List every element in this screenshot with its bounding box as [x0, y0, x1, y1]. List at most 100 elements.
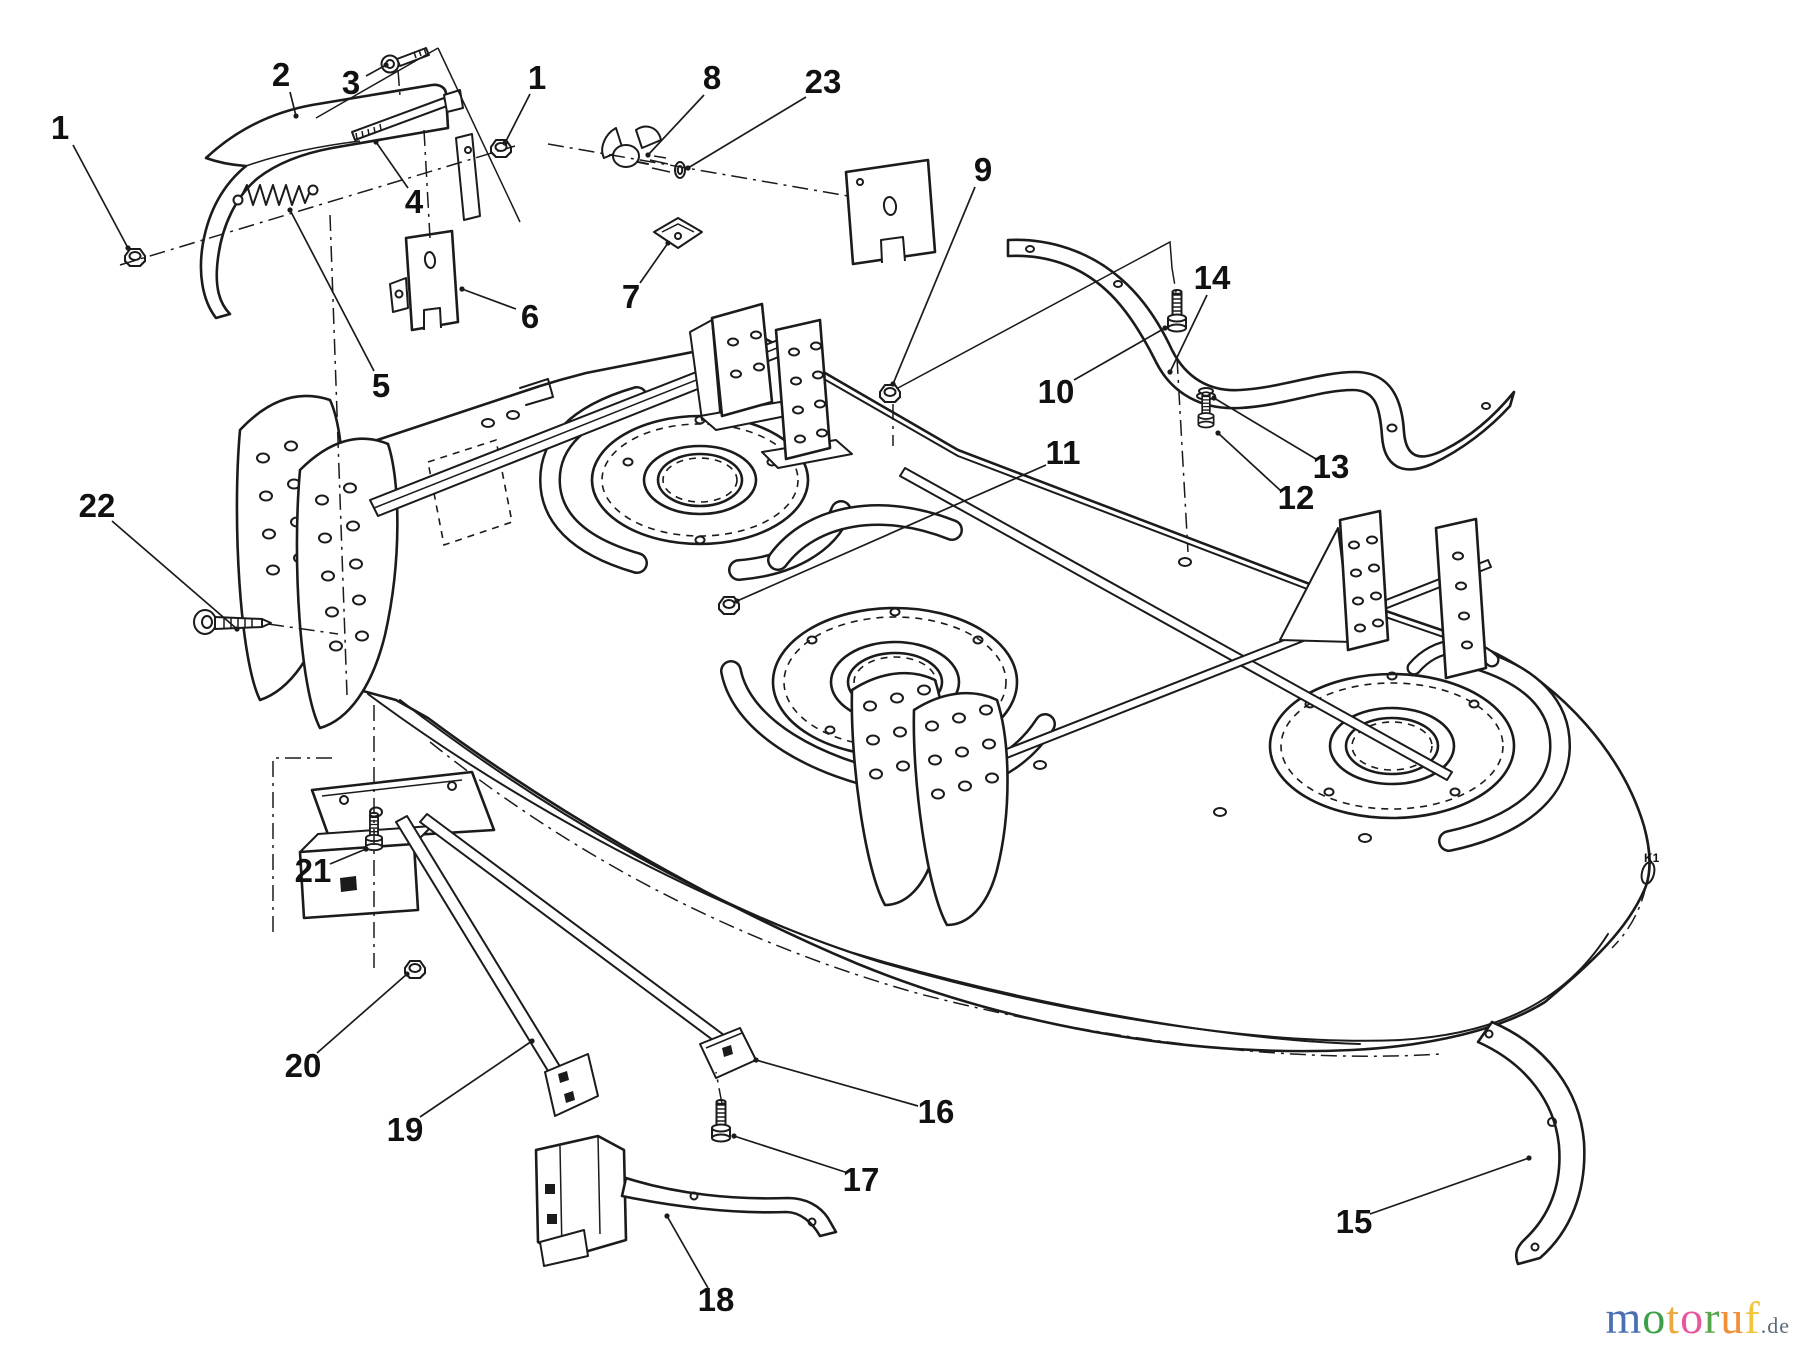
- washer-23: [674, 161, 686, 179]
- callout-18-dot: [664, 1213, 670, 1219]
- front-gussets: [850, 671, 1009, 927]
- bolt-4: [351, 89, 464, 141]
- callout-7-label: 7: [622, 278, 640, 315]
- callout-20-leader: [316, 973, 408, 1054]
- spindle-opening-left: [590, 414, 810, 546]
- callout-1-leader: [72, 144, 129, 249]
- callout-14-label: 14: [1194, 259, 1231, 296]
- callout-12-leader: [1217, 432, 1282, 492]
- left-corner-gussets: [235, 394, 399, 730]
- callout-6-leader: [461, 288, 517, 310]
- callout-23-dot: [685, 165, 691, 171]
- callout-5-leader: [289, 209, 375, 372]
- callout-8-label: 8: [703, 59, 721, 96]
- skid-18-band: [620, 1176, 838, 1238]
- callout-18-label: 18: [698, 1281, 735, 1318]
- callout-20-label: 20: [285, 1047, 322, 1084]
- callout-8-leader: [647, 94, 705, 156]
- spring: [232, 184, 319, 206]
- callout-15-dot: [1526, 1155, 1532, 1161]
- callout-17-leader: [733, 1135, 846, 1173]
- callout-3-leader: [365, 64, 387, 77]
- callout-21-dot: [363, 846, 369, 852]
- callout-4-leader: [375, 141, 409, 189]
- right-skid: [1476, 1020, 1586, 1266]
- callout-20-dot: [404, 971, 410, 977]
- callout-1-dot: [502, 140, 508, 146]
- callout-12-label: 12: [1278, 479, 1315, 516]
- callout-11-dot: [734, 598, 740, 604]
- bolt-17: [711, 1099, 731, 1143]
- idler-bracket: [1006, 238, 1516, 471]
- callout-17-dot: [731, 1133, 737, 1139]
- callout-11-leader: [736, 464, 1047, 602]
- logo-letter: o: [1680, 1292, 1705, 1343]
- logo-letter: f: [1744, 1292, 1761, 1343]
- logo-suffix: .de: [1760, 1313, 1790, 1338]
- bolt-3: [380, 47, 430, 74]
- callout-6-label: 6: [521, 298, 539, 335]
- callout-13-leader: [1213, 397, 1317, 460]
- callout-15-leader: [1369, 1157, 1530, 1215]
- bracket-7: [653, 217, 703, 249]
- callout-5-label: 5: [372, 367, 390, 404]
- hanger-strap: [455, 133, 481, 221]
- front-skid-assembly: [534, 1134, 838, 1267]
- callout-23-leader: [687, 96, 807, 169]
- logo-word: motoruf: [1606, 1292, 1761, 1343]
- callout-18-leader: [666, 1215, 709, 1289]
- callout-13-dot: [1211, 395, 1217, 401]
- fasteners: [193, 289, 1216, 1143]
- callout-5-dot: [287, 207, 293, 213]
- callout-16-leader: [755, 1059, 919, 1107]
- callout-19-leader: [419, 1040, 533, 1118]
- callout-6-dot: [459, 286, 465, 292]
- callout-2-leader: [289, 91, 297, 117]
- callout-4-label: 4: [405, 183, 424, 220]
- callout-2-label: 2: [272, 56, 290, 93]
- callout-16-label: 16: [918, 1093, 955, 1130]
- callout-1-dot: [125, 245, 131, 251]
- callout-22-dot: [234, 626, 240, 632]
- callout-1-label: 1: [528, 59, 546, 96]
- callout-10-dot: [1162, 325, 1168, 331]
- callout-22-leader: [111, 520, 238, 630]
- callout-14-leader: [1169, 294, 1208, 373]
- gauge-bracket-assembly: [298, 770, 757, 1117]
- bolt-10: [1167, 289, 1187, 333]
- motoruf-logo[interactable]: motoruf.de: [1606, 1295, 1790, 1341]
- callout-3-dot: [383, 62, 389, 68]
- logo-letter: u: [1720, 1292, 1745, 1343]
- discharge-deflector-assembly: [124, 47, 937, 332]
- callout-23-label: 23: [805, 63, 842, 100]
- callout-21-label: 21: [295, 852, 332, 889]
- callout-19-label: 19: [387, 1111, 424, 1148]
- strut-a-foot: [544, 1053, 599, 1117]
- rear-mounting-plates-center: [689, 302, 853, 469]
- callout-9-label: 9: [974, 151, 992, 188]
- callout-22-label: 22: [79, 487, 116, 524]
- nut-9: [879, 384, 901, 403]
- k1-annotation: K1: [1644, 851, 1660, 865]
- callout-7-dot: [665, 240, 671, 246]
- callout-1-label: 1: [51, 109, 69, 146]
- bolt-12: [1196, 387, 1216, 429]
- nut-1-left: [124, 248, 146, 267]
- callout-4-dot: [373, 139, 379, 145]
- bracket-6: [389, 229, 460, 332]
- callout-19-dot: [529, 1038, 535, 1044]
- callout-21-leader: [329, 848, 367, 865]
- callout-9-leader: [892, 186, 976, 385]
- callout-1-leader: [504, 93, 531, 144]
- logo-letter: r: [1704, 1292, 1721, 1343]
- callout-10-label: 10: [1038, 373, 1075, 410]
- adjuster-plate: [844, 158, 937, 266]
- callout-8-dot: [645, 152, 651, 158]
- callout-2-dot: [293, 113, 299, 119]
- callout-10-leader: [1073, 327, 1166, 381]
- callout-14-dot: [1167, 369, 1173, 375]
- wing-knob: [601, 125, 671, 173]
- callout-7-leader: [639, 242, 669, 284]
